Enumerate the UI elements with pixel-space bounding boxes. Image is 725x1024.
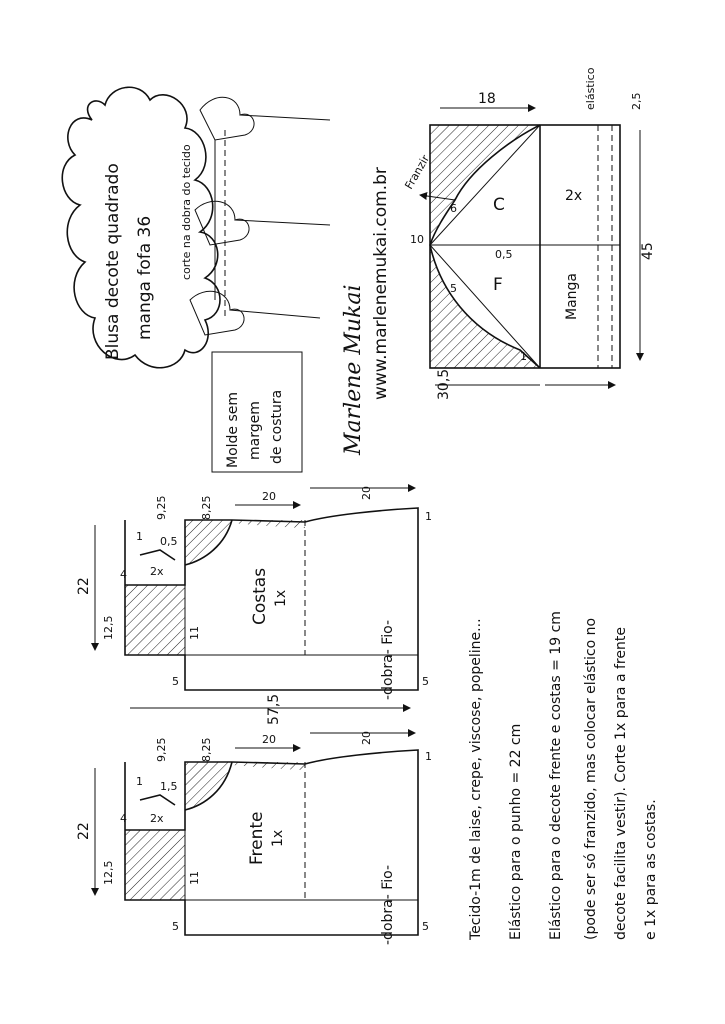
fold-illustration: corte na dobra do tecido <box>180 96 331 336</box>
costas-dim-11: 11 <box>188 626 201 640</box>
molde-note: Molde sem margem de costura <box>211 351 303 473</box>
title-block: Blusa decote quadrado manga fofa 36 <box>61 86 221 369</box>
sleeve-elastic-label: elástico <box>584 67 597 110</box>
title-line2: manga fofa 36 <box>135 216 155 340</box>
note-line-2: Elástico para o punho = 22 cm <box>508 724 524 940</box>
frente-dim-4: 4 <box>120 812 127 825</box>
sleeve-label-f: F <box>493 275 503 295</box>
fold-note: corte na dobra do tecido <box>180 144 193 280</box>
costas-dim-05: 0,5 <box>160 535 178 548</box>
frente-dim-5a: 5 <box>172 920 179 933</box>
costas-dim-20b: 20 <box>360 486 373 500</box>
note-line-3: Elástico para o decote frente e costas =… <box>548 611 564 940</box>
costas-piece-2x: 2x <box>150 565 164 578</box>
frente-dim-1a: 1 <box>136 775 143 788</box>
website: www.marlenemukai.com.br <box>371 167 391 400</box>
sleeve-dim-height: 30,5 <box>436 369 452 400</box>
title-line1: Blusa decote quadrado <box>103 163 123 360</box>
frente-pattern: Frente 1x 2x -dobra- Fio- 22 9,25 8,25 2… <box>76 729 432 945</box>
sleeve-dim-1: 1 <box>520 350 527 363</box>
costas-dim-20a: 20 <box>262 490 276 503</box>
sleeve-label-2x: 2x <box>565 188 582 204</box>
frente-outline <box>124 749 419 936</box>
costas-dim-1a: 1 <box>136 530 143 543</box>
costas-dim-125: 12,5 <box>102 616 115 641</box>
costas-dim-925: 9,25 <box>155 496 168 521</box>
frente-dim-825: 8,25 <box>200 738 213 763</box>
frente-dim-925: 9,25 <box>155 738 168 763</box>
frente-label: Frente <box>247 811 267 865</box>
title-cloud <box>61 86 221 369</box>
molde-note-line2: margem <box>247 401 263 460</box>
sleeve-dim-18: 18 <box>478 91 496 107</box>
sleeve-label-manga: Manga <box>564 273 580 320</box>
sleeve-dim-width: 45 <box>640 242 656 260</box>
note-line-6: e 1x para as costas. <box>643 799 659 940</box>
frente-hatch-strap <box>125 830 185 900</box>
sleeve-dim-elastic-band: 2,5 <box>630 93 643 111</box>
sleeve-dim-5: 5 <box>450 282 457 295</box>
costas-dim-5a: 5 <box>172 675 179 688</box>
note-line-1: Tecido-1m de laise, crepe, viscose, pope… <box>468 618 484 941</box>
costas-label: Costas <box>250 568 270 625</box>
frente-dim-20a: 20 <box>262 733 276 746</box>
molde-note-line1: Molde sem <box>225 392 241 468</box>
sleeve-dim-05: 0,5 <box>495 248 513 261</box>
sleeve-dim-6: 6 <box>450 202 457 215</box>
frente-dim-125: 12,5 <box>102 861 115 886</box>
frente-dim-15: 1,5 <box>160 780 178 793</box>
frente-piece-2x: 2x <box>150 812 164 825</box>
costas-dim-5b: 5 <box>422 675 429 688</box>
sleeve-label-c: C <box>493 195 505 215</box>
note-line-4: (pode ser só franzido, mas colocar elást… <box>583 618 599 940</box>
costas-hatch-neck <box>185 520 232 565</box>
frente-dim-1b: 1 <box>425 750 432 763</box>
frente-fold: -dobra- Fio- <box>380 865 396 945</box>
frente-dim-22: 22 <box>76 822 92 840</box>
signature: Marlene Mukai <box>341 284 366 456</box>
total-length: 57,5 <box>266 694 282 725</box>
note-line-5: decote facilita vestir). Corte 1x para a… <box>613 627 629 940</box>
costas-fold: -dobra- Fio- <box>380 620 396 700</box>
sleeve-hatch-top <box>430 125 540 245</box>
sleeve-dim-10: 10 <box>410 233 424 246</box>
costas-dim-4: 4 <box>120 568 127 581</box>
sleeve-cap-curve <box>429 124 541 369</box>
costas-dim-22: 22 <box>76 577 92 595</box>
frente-dim-20b: 20 <box>360 731 373 745</box>
costas-outline <box>124 507 419 691</box>
sleeve-franzir-label: Franzir <box>402 152 432 191</box>
frente-dim-5b: 5 <box>422 920 429 933</box>
sleeve-hatch-bottom <box>430 245 540 368</box>
frente-dim-11: 11 <box>188 871 201 885</box>
notes-block: Tecido-1m de laise, crepe, viscose, pope… <box>468 611 659 941</box>
costas-dim-825: 8,25 <box>200 496 213 521</box>
molde-note-line3: de costura <box>269 390 285 464</box>
costas-hatch-strap <box>125 585 185 655</box>
costas-pattern: Costas 1x 2x -dobra- Fio- 22 9,25 8,25 2… <box>76 484 432 725</box>
sleeve-pattern: C F 2x Manga Franzir elástico 18 30,5 45… <box>402 67 656 400</box>
frente-hatch-neck <box>185 762 232 810</box>
costas-count: 1x <box>273 590 289 607</box>
costas-dim-1b: 1 <box>425 510 432 523</box>
frente-count: 1x <box>270 830 286 847</box>
